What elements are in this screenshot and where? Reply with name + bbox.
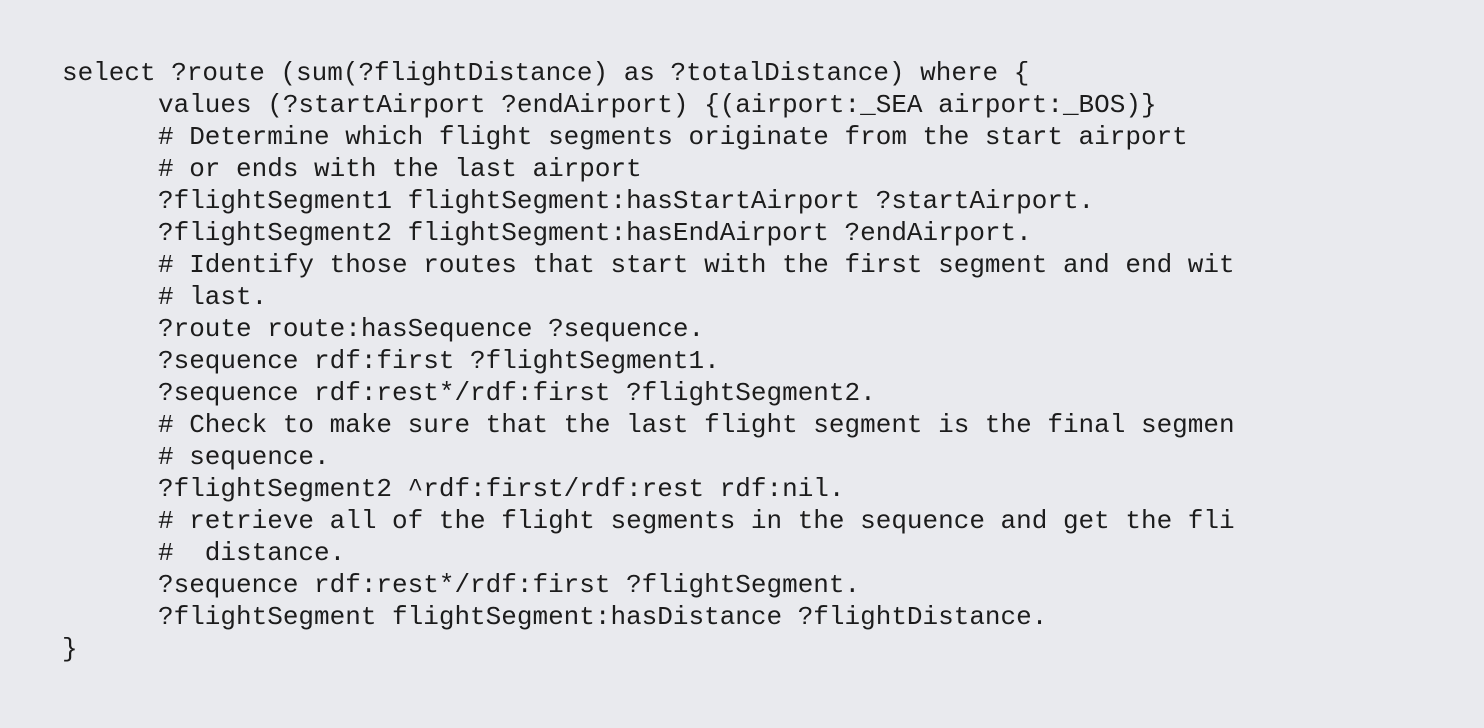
code-line-triple: ?sequence rdf:rest*/rdf:first ?flightSeg… <box>158 378 876 408</box>
code-line-comment: # last. <box>158 282 268 312</box>
code-line-triple: ?sequence rdf:first ?flightSegment1. <box>158 346 720 376</box>
code-line-triple: ?flightSegment1 flightSegment:hasStartAi… <box>158 186 1095 216</box>
code-line-comment: # Identify those routes that start with … <box>158 250 1235 280</box>
code-line-comment: # Check to make sure that the last fligh… <box>158 410 1235 440</box>
code-line-triple: ?route route:hasSequence ?sequence. <box>158 314 705 344</box>
code-line-triple: ?flightSegment flightSegment:hasDistance… <box>158 602 1048 632</box>
code-line-closing-brace: } <box>62 634 78 664</box>
code-line-select: select ?route (sum(?flightDistance) as ?… <box>62 58 1030 88</box>
code-line-comment: # sequence. <box>158 442 330 472</box>
sparql-query-code-block: select ?route (sum(?flightDistance) as ?… <box>62 57 1235 665</box>
code-line-triple: ?flightSegment2 flightSegment:hasEndAirp… <box>158 218 1032 248</box>
code-line-comment: # retrieve all of the flight segments in… <box>158 506 1235 536</box>
code-line-comment: # or ends with the last airport <box>158 154 642 184</box>
code-line-triple: ?sequence rdf:rest*/rdf:first ?flightSeg… <box>158 570 861 600</box>
code-line-comment: # distance. <box>158 538 346 568</box>
code-line-comment: # Determine which flight segments origin… <box>158 122 1188 152</box>
code-line-triple: ?flightSegment2 ^rdf:first/rdf:rest rdf:… <box>158 474 845 504</box>
code-line-values: values (?startAirport ?endAirport) {(air… <box>158 90 1157 120</box>
